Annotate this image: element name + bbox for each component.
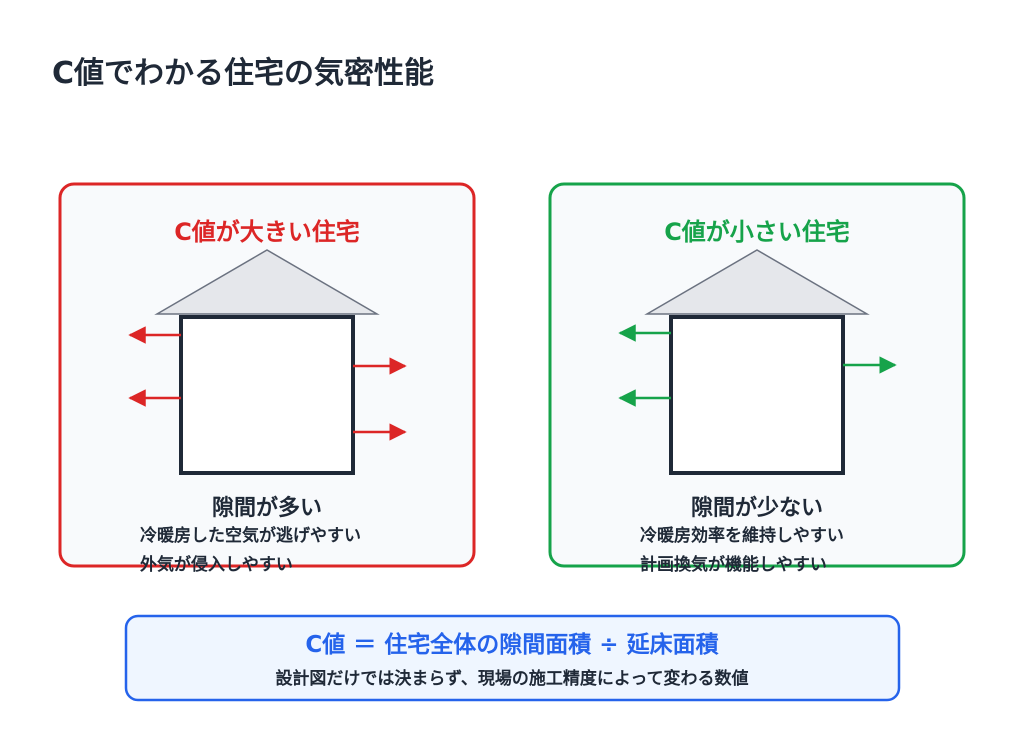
panel-large-c: C値が大きい住宅 隙間が多い 冷暖房した空気が逃げやすい 外気が侵入しやすい <box>58 182 476 575</box>
formula-caption: 設計図だけでは決まらず、現場の施工精度によって変わる数値 <box>275 668 748 689</box>
house-small-roof <box>644 249 870 315</box>
panel-large-note-2: 外気が侵入しやすい <box>140 554 293 575</box>
house-small-body <box>669 315 845 475</box>
formula-frame <box>124 614 901 702</box>
formula-box: C値 ＝ 住宅全体の隙間面積 ÷ 延床面積 設計図だけでは決まらず、現場の施工精… <box>124 614 901 702</box>
panel-small-note-2: 計画換気が機能しやすい <box>640 554 827 575</box>
formula-equation: C値 ＝ 住宅全体の隙間面積 ÷ 延床面積 <box>305 631 719 658</box>
house-large-roof <box>154 249 380 315</box>
panel-small-c: C値が小さい住宅 隙間が少ない 冷暖房効率を維持しやすい 計画換気が機能しやすい <box>548 182 966 575</box>
panel-large-heading: C値が大きい住宅 <box>174 218 360 246</box>
panel-small-gap-label: 隙間が少ない <box>691 495 823 521</box>
panel-large-note-1: 冷暖房した空気が逃げやすい <box>140 525 361 546</box>
page-title: C値でわかる住宅の気密性能 <box>52 56 435 91</box>
panel-large-gap-label: 隙間が多い <box>212 495 322 521</box>
panel-small-heading: C値が小さい住宅 <box>664 218 850 246</box>
panel-small-note-1: 冷暖房効率を維持しやすい <box>640 525 844 546</box>
house-large-body <box>179 315 355 475</box>
